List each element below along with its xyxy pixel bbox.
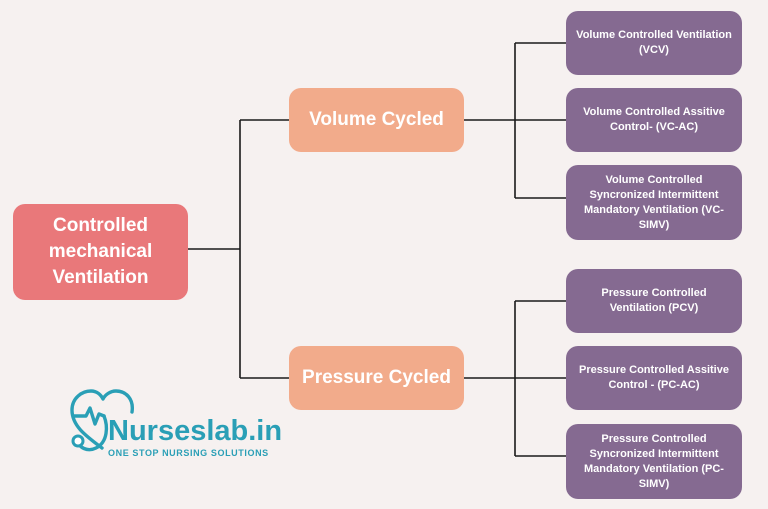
brand-tagline: ONE STOP NURSING SOLUTIONS	[108, 448, 269, 458]
node-vc-simv: Volume Controlled Syncronized Intermitte…	[566, 165, 742, 240]
node-pcv: Pressure Controlled Ventilation (PCV)	[566, 269, 742, 333]
node-label: Pressure Controlled Ventilation (PCV)	[601, 287, 707, 314]
node-label: Volume Controlled Assitive Control- (VC-…	[583, 106, 725, 133]
node-pc-ac: Pressure Controlled Assitive Control - (…	[566, 346, 742, 410]
node-label: Volume Controlled Syncronized Intermitte…	[584, 173, 724, 231]
node-volume-cycled: Volume Cycled	[289, 88, 464, 152]
node-vcv: Volume Controlled Ventilation (VCV)	[566, 11, 742, 75]
node-label: Pressure Cycled	[302, 367, 451, 388]
node-label: Volume Cycled	[309, 109, 444, 130]
node-label: Controlled mechanical Ventilation	[48, 215, 153, 288]
node-vc-ac: Volume Controlled Assitive Control- (VC-…	[566, 88, 742, 152]
node-pressure-cycled: Pressure Cycled	[289, 346, 464, 410]
nurseslab-logo: Nurseslab.in ONE STOP NURSING SOLUTIONS	[66, 386, 286, 464]
node-controlled-mechanical-ventilation: Controlled mechanical Ventilation	[13, 204, 188, 300]
heart-stethoscope-icon	[70, 389, 134, 452]
node-pc-simv: Pressure Controlled Syncronized Intermit…	[566, 424, 742, 499]
node-label: Volume Controlled Ventilation (VCV)	[576, 29, 732, 56]
node-label: Pressure Controlled Syncronized Intermit…	[584, 432, 724, 490]
brand-name: Nurseslab.in	[108, 415, 283, 447]
node-label: Pressure Controlled Assitive Control - (…	[579, 364, 729, 391]
